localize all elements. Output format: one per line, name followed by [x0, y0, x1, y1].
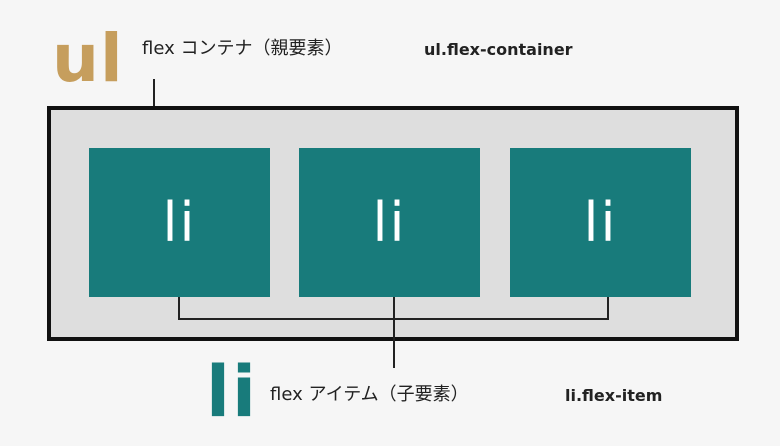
parent-description: flex コンテナ（親要素） — [142, 38, 343, 59]
child-connector-line — [393, 320, 395, 368]
child-tag-label: li — [206, 351, 258, 433]
bracket-horizontal-line — [178, 318, 609, 320]
parent-connector-line — [153, 79, 155, 108]
flex-item-2: li — [299, 148, 480, 297]
parent-tag-label: ul — [52, 20, 124, 97]
flex-item-3: li — [510, 148, 691, 297]
flex-item-1: li — [89, 148, 270, 297]
parent-class-name: ul.flex-container — [424, 40, 573, 59]
child-class-name: li.flex-item — [565, 386, 663, 405]
bracket-middle-tick — [393, 297, 395, 319]
bracket-right-tick — [607, 297, 609, 319]
child-description: flex アイテム（子要素） — [270, 384, 469, 405]
bracket-left-tick — [178, 297, 180, 319]
